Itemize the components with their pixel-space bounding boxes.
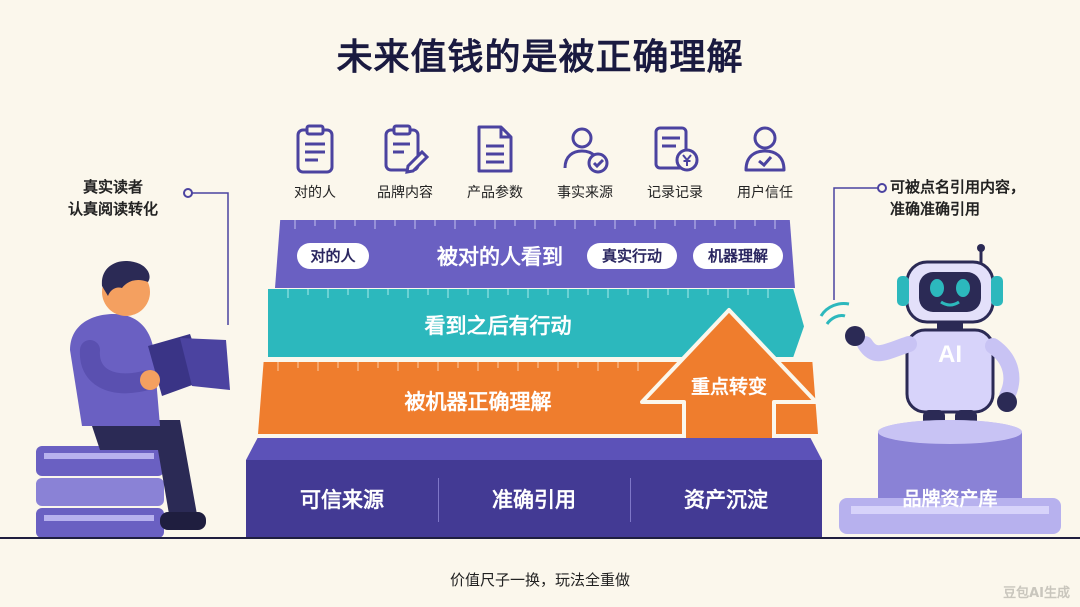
user-check-icon [563,127,609,174]
caption: 价值尺子一换，玩法全重做 [449,571,630,589]
icon-item-user-trust: 用户信任 [720,122,810,202]
base-platform [246,438,822,460]
tier-bottom-label: 被机器正确理解 [404,390,552,414]
tier-top-label: 被对的人看到 [437,245,563,269]
icon-label: 事实来源 [557,185,613,201]
left-note-line1: 真实读者 [82,178,143,196]
robot-pedestal-label: 品牌资产库 [902,488,998,510]
right-note-line2: 准确准确引用 [890,200,981,218]
tier-top-tag-right-people: 对的人 [297,243,369,269]
reader-illustration [36,260,230,538]
icon-label: 产品参数 [467,185,523,201]
right-connector [833,183,887,300]
base-accurate-citation: 准确引用 [492,488,576,512]
divider [438,478,439,522]
left-note: 真实读者 认真阅读转化 [58,176,168,220]
ground-line [0,537,1080,539]
ruler-ticks [294,220,776,229]
arrow-label: 重点转变 [690,376,767,398]
icon-label: 记录记录 [647,185,703,201]
right-note: 可被点名引用内容， 准确准确引用 [890,176,1025,220]
icon-label: 对的人 [294,185,336,201]
tier-middle-label: 看到之后有行动 [424,314,572,338]
watermark: 豆包AI生成 [1003,586,1070,601]
icon-label: 用户信任 [737,185,793,201]
receipt-yen-icon [654,126,699,172]
clipboard-icon [296,124,334,174]
page-title: 未来值钱的是被正确理解 [336,37,744,78]
right-note-line1: 可被点名引用内容， [890,178,1026,196]
tier-top: 对的人 被对的人看到 真实行动 机器理解 [275,220,795,288]
tier-top-tag-machine-understanding: 机器理解 [693,243,783,269]
icon-item-product-params: 产品参数 [450,122,540,202]
base-block: 可信来源 准确引用 资产沉淀 [246,460,822,538]
tier-top-tag-real-action: 真实行动 [587,243,677,269]
document-icon [477,125,513,173]
user-icon [744,126,786,172]
icon-item-fact-source: 事实来源 [540,122,630,202]
icon-label: 品牌内容 [377,185,433,201]
left-connector [183,188,229,325]
robot-illustration: AI [819,244,1061,534]
base-asset-accumulation: 资产沉淀 [684,488,768,512]
icon-item-brand-content: 品牌内容 [360,122,450,202]
icon-row: 对的人 品牌内容 产品参数 事实来源 [270,122,810,202]
left-note-line2: 认真阅读转化 [67,200,158,218]
icon-item-records: 记录记录 [630,122,720,202]
icon-item-right-people: 对的人 [270,122,360,202]
ruler-ticks [277,362,639,371]
base-credible-source: 可信来源 [300,488,384,512]
divider [630,478,631,522]
ruler-ticks [287,289,769,298]
clipboard-check-icon [384,124,430,174]
robot-badge: AI [938,341,962,368]
